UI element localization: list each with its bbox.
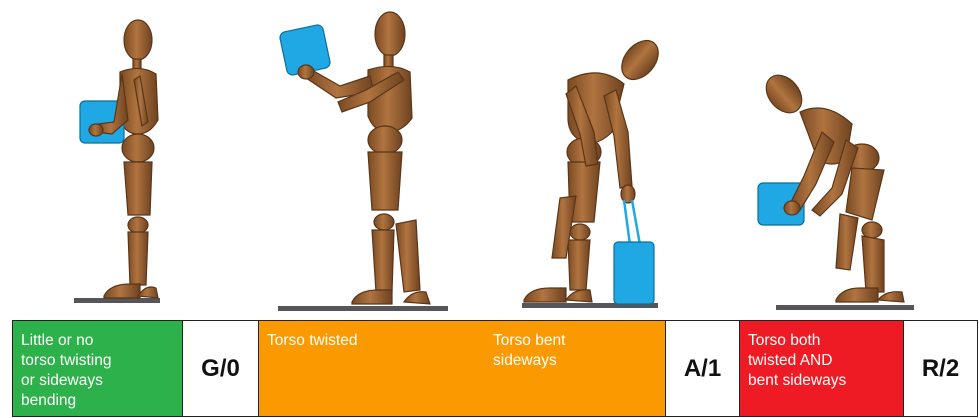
category-red-line-1: Torso both bbox=[748, 331, 903, 351]
category-red-line-2: twisted AND bbox=[748, 351, 903, 371]
ground-line-2 bbox=[278, 306, 448, 311]
figure-twisted-and-bent bbox=[758, 68, 914, 310]
category-green-line-2: torso twisting bbox=[21, 351, 182, 371]
figure-twisted bbox=[278, 12, 448, 311]
ground-line-4 bbox=[776, 305, 914, 310]
category-orange-sideways-line-2: sideways bbox=[493, 351, 665, 371]
case-icon bbox=[614, 242, 654, 304]
figure-bent-sideways bbox=[522, 34, 666, 308]
score-orange: A/1 bbox=[665, 321, 739, 416]
category-red: Torso both twisted AND bent sideways bbox=[739, 321, 903, 416]
category-green-line-4: bending bbox=[21, 391, 182, 411]
category-orange-twisted: Torso twisted bbox=[258, 321, 485, 416]
category-orange-twisted-line-1: Torso twisted bbox=[267, 331, 485, 351]
category-green-line-1: Little or no bbox=[21, 331, 182, 351]
category-orange-sideways-line-1: Torso bent bbox=[493, 331, 665, 351]
ground-line-1 bbox=[74, 298, 160, 303]
category-green: Little or no torso twisting or sideways … bbox=[12, 321, 182, 416]
rating-band: Little or no torso twisting or sideways … bbox=[12, 320, 978, 417]
score-green: G/0 bbox=[182, 321, 258, 416]
category-red-line-3: bent sideways bbox=[748, 371, 903, 391]
category-orange-sideways: Torso bent sideways bbox=[485, 321, 665, 416]
score-red: R/2 bbox=[903, 321, 978, 416]
illustration-area bbox=[0, 0, 979, 320]
figure-upright bbox=[74, 20, 160, 303]
category-green-line-3: or sideways bbox=[21, 371, 182, 391]
